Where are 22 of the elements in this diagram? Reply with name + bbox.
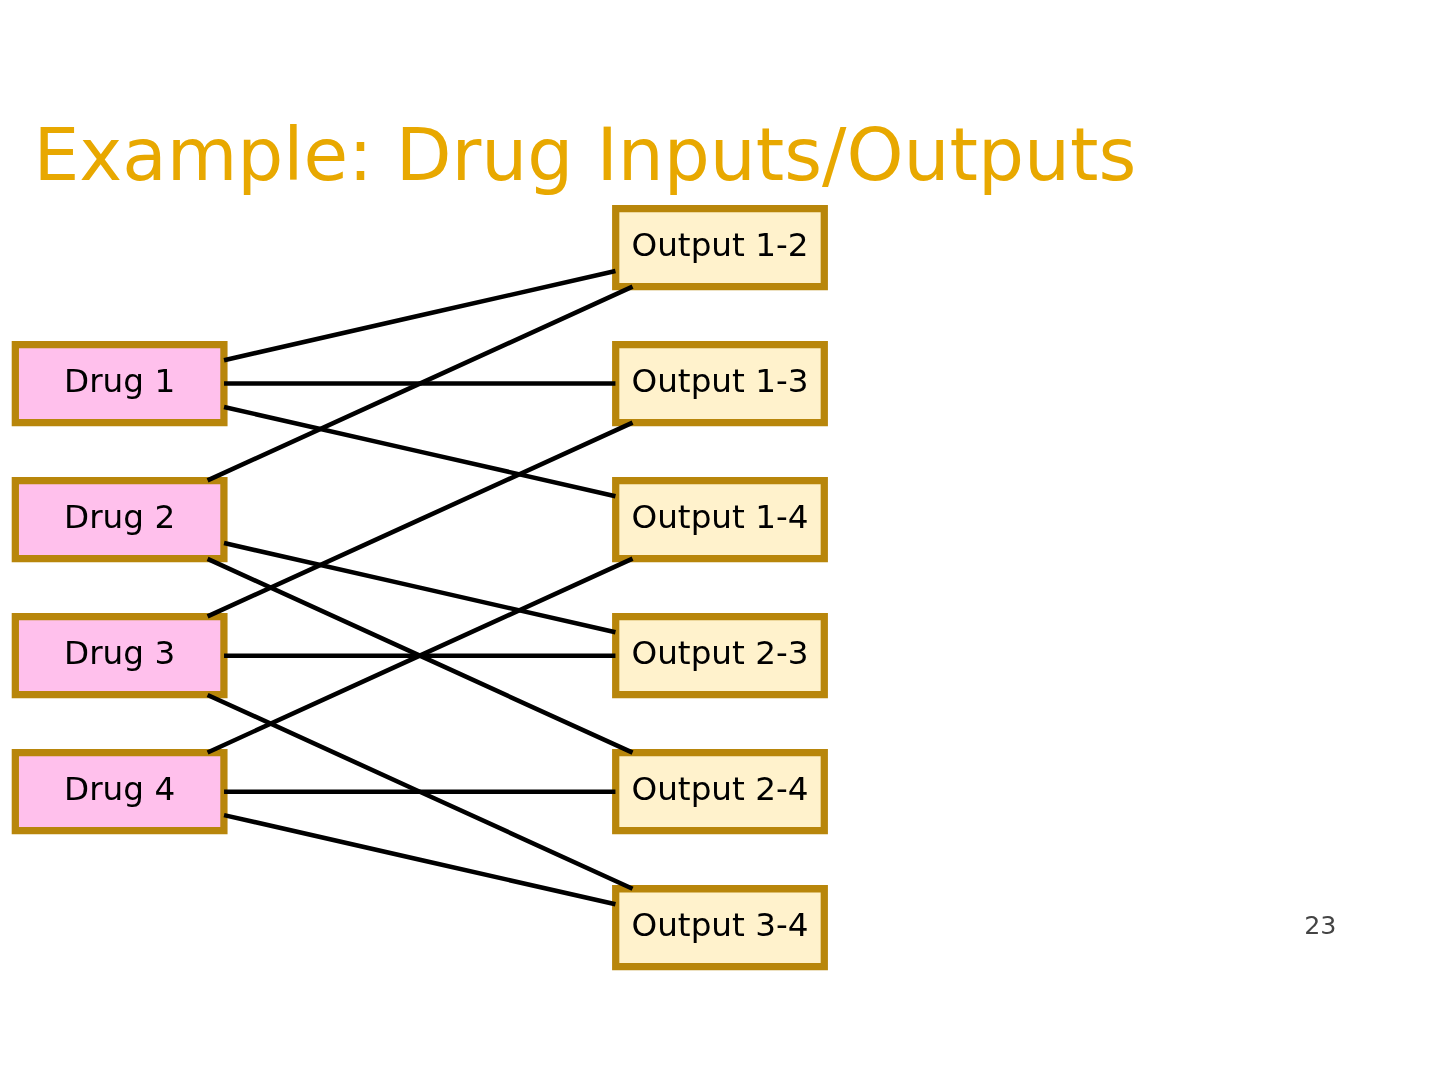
- connector: [224, 380, 616, 386]
- connector: [206, 692, 634, 891]
- connector: [223, 812, 616, 907]
- node-box: Output 1-4: [612, 476, 828, 562]
- label: 23: [1304, 909, 1337, 940]
- node-box: Drug 1: [11, 340, 228, 426]
- connector: [224, 652, 616, 658]
- connector: [224, 788, 616, 794]
- node-box: Drug 3: [11, 612, 228, 698]
- node-box: Output 2-3: [612, 612, 828, 698]
- connector: [206, 420, 634, 618]
- node-box: Output 1-2: [612, 204, 828, 290]
- connector: [206, 284, 634, 482]
- connector: [223, 540, 616, 634]
- node-box: Output 3-4: [612, 884, 828, 970]
- node-box: Output 2-4: [612, 748, 828, 834]
- node-box: Output 1-3: [612, 340, 828, 426]
- node-box: Drug 2: [11, 476, 228, 562]
- diagram-title: Example: Drug Inputs/Outputs: [33, 112, 1137, 197]
- connector: [223, 404, 616, 498]
- node-box: Drug 4: [11, 748, 228, 834]
- connector: [223, 268, 616, 362]
